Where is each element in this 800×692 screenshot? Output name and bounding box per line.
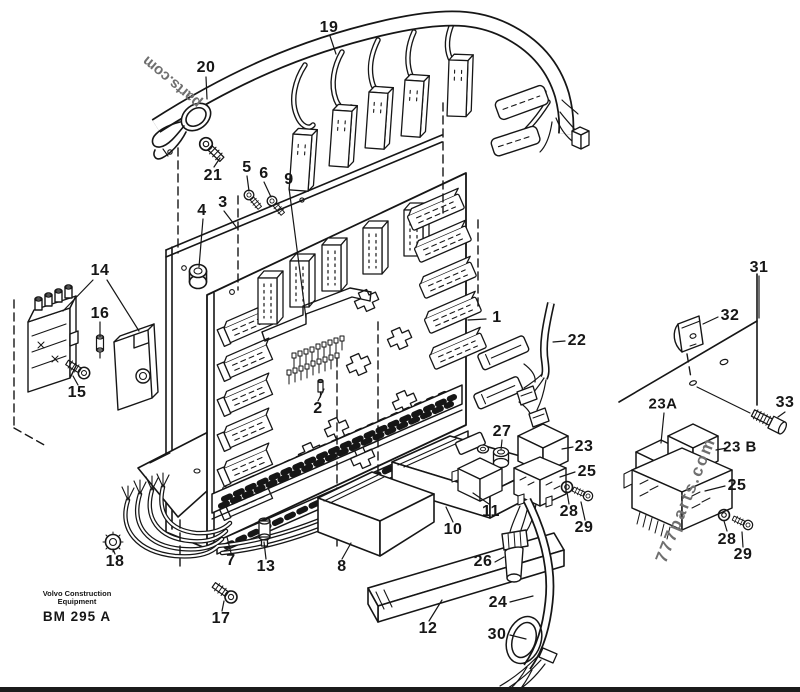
bracket-plate-14 bbox=[113, 323, 159, 411]
callout-31: 31 bbox=[749, 259, 769, 276]
bolt-33 bbox=[750, 409, 788, 435]
callout-10: 10 bbox=[443, 521, 463, 538]
callout-7: 7 bbox=[226, 552, 236, 569]
callout-9: 9 bbox=[284, 171, 294, 188]
cover-8 bbox=[317, 471, 435, 557]
callout-29: 29 bbox=[574, 519, 594, 536]
screw-17 bbox=[209, 579, 241, 607]
brand-name-line1: Volvo Construction bbox=[42, 589, 112, 598]
footer-brand-block: Volvo Construction Equipment BM 295 A bbox=[40, 589, 114, 625]
callout-25-right: 25 bbox=[727, 477, 747, 494]
callout-24: 24 bbox=[488, 594, 508, 611]
cable-24 bbox=[499, 497, 558, 692]
screw-29-right bbox=[730, 513, 755, 532]
screw-29 bbox=[570, 484, 595, 503]
callout-26: 26 bbox=[473, 553, 493, 570]
callout-19: 19 bbox=[319, 19, 339, 36]
callout-23a: 23A bbox=[648, 395, 678, 413]
cap-27 bbox=[476, 444, 510, 469]
callout-14: 14 bbox=[90, 262, 110, 279]
harness-side-slabs bbox=[490, 84, 549, 157]
callout-17: 17 bbox=[211, 610, 231, 627]
branch-connector-blocks bbox=[288, 53, 474, 193]
clip-32 bbox=[673, 315, 704, 353]
terminal-pin-rows-2 bbox=[286, 335, 345, 398]
callout-23: 23 bbox=[574, 438, 594, 455]
callout-18: 18 bbox=[105, 553, 125, 570]
relay-base-25-right bbox=[623, 447, 733, 540]
callout-16: 16 bbox=[90, 305, 110, 322]
mounting-panel-31 bbox=[618, 273, 758, 414]
pin-2 bbox=[317, 378, 324, 398]
callout-25: 25 bbox=[577, 463, 597, 480]
brand-name-line2: Equipment bbox=[57, 597, 97, 606]
callout-27: 27 bbox=[492, 423, 512, 440]
callout-5: 5 bbox=[242, 159, 252, 176]
wiring-harness-19 bbox=[151, 10, 590, 193]
base-pins bbox=[636, 511, 671, 540]
model-code: BM 295 A bbox=[42, 609, 112, 624]
screw-21 bbox=[196, 134, 228, 165]
harness-end-connector bbox=[571, 126, 590, 150]
callout-29-right: 29 bbox=[733, 546, 753, 563]
callout-32: 32 bbox=[720, 307, 740, 324]
connector-block-14 bbox=[27, 284, 79, 393]
callout-4: 4 bbox=[197, 202, 207, 219]
pin-16 bbox=[95, 334, 105, 359]
connector-26 bbox=[501, 529, 529, 583]
callout-1: 1 bbox=[492, 309, 502, 326]
callout-8: 8 bbox=[337, 558, 347, 575]
wire-loop-30 bbox=[505, 615, 543, 665]
relay-11 bbox=[451, 457, 503, 502]
callout-28: 28 bbox=[559, 503, 579, 520]
callout-23b: 23 B bbox=[723, 438, 757, 456]
callout-28-right: 28 bbox=[717, 531, 737, 548]
block-pins bbox=[34, 284, 73, 311]
callout-22: 22 bbox=[567, 332, 587, 349]
bottom-edge-bar bbox=[0, 687, 800, 692]
wire-end-whiskers bbox=[121, 472, 170, 501]
callout-33: 33 bbox=[775, 394, 795, 411]
callout-11: 11 bbox=[482, 503, 500, 520]
callout-20: 20 bbox=[196, 59, 216, 76]
callout-15: 15 bbox=[67, 384, 87, 401]
callout-13: 13 bbox=[256, 558, 276, 575]
callout-2: 2 bbox=[313, 400, 323, 417]
connector-boxes-near-22 bbox=[454, 335, 530, 455]
callout-30: 30 bbox=[487, 626, 507, 643]
spacer-4 bbox=[188, 263, 208, 290]
callout-6: 6 bbox=[259, 165, 269, 182]
cover-12 bbox=[367, 532, 565, 623]
harness-22 bbox=[516, 302, 555, 428]
callout-21: 21 bbox=[203, 167, 223, 184]
callout-3: 3 bbox=[218, 194, 228, 211]
callout-12: 12 bbox=[418, 620, 438, 637]
relay-base-25 bbox=[513, 456, 567, 508]
leader-lines bbox=[62, 35, 786, 640]
cable-clamp-20 bbox=[151, 102, 212, 160]
